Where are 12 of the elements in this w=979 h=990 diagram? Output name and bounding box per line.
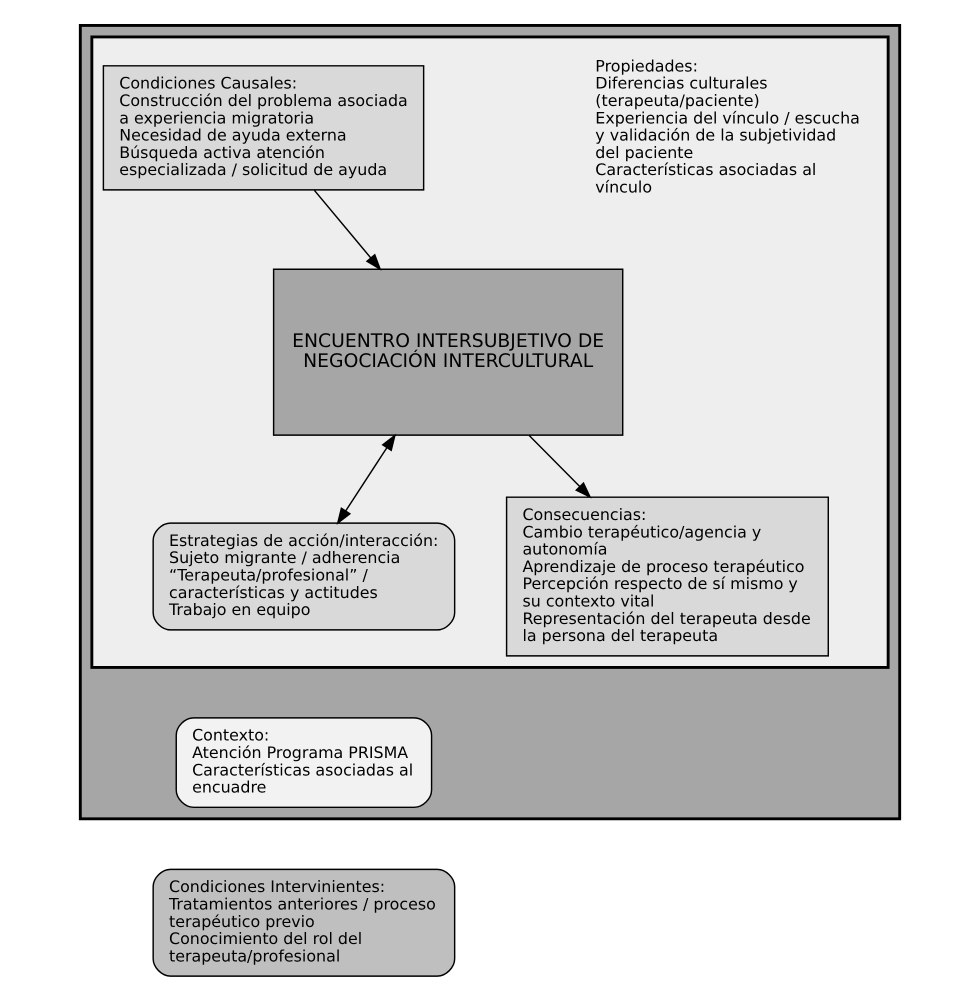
node-box: Condiciones Causales: Construcción del problema asociada a experiencia migratoria Necesidad de ayuda externa Búsqueda activa atención especializada / solicitud de ayuda	[102, 65, 424, 191]
arrow	[313, 190, 381, 271]
node-box: Condiciones Intervinientes: Tratamientos anteriores / proceso terapéutico previo Conocimiento del rol del terapeuta/profesional	[152, 868, 455, 977]
node-box: Consecuencias: Cambio terapéutico/agencia y autonomía Aprendizaje de proceso terapéutico Percepción respecto de sí mismo y su contexto vital Representación del terapeuta desde la persona del terapeuta	[505, 496, 828, 657]
node-box: Contexto: Atención Programa PRISMA Características asociadas al encuadre	[175, 717, 432, 808]
node-box: ENCUENTRO INTERSUBJETIVO DE NEGOCIACIÓN INTERCULTURAL	[272, 268, 623, 436]
arrow	[528, 434, 592, 498]
cluster	[78, 24, 901, 820]
node-box: Estrategias de acción/interacción: Sujeto migrante / adherencia “Terapeuta/profesional” / características y actitudes Trabajo en equipo	[152, 522, 455, 631]
arrow	[336, 434, 396, 525]
cluster	[90, 36, 890, 669]
node-text: Propiedades: Diferencias culturales (terapeuta/paciente) Experiencia del vínculo / escucha y validación de la subjetividad del paciente Características asociadas al vínculo	[594, 56, 860, 196]
